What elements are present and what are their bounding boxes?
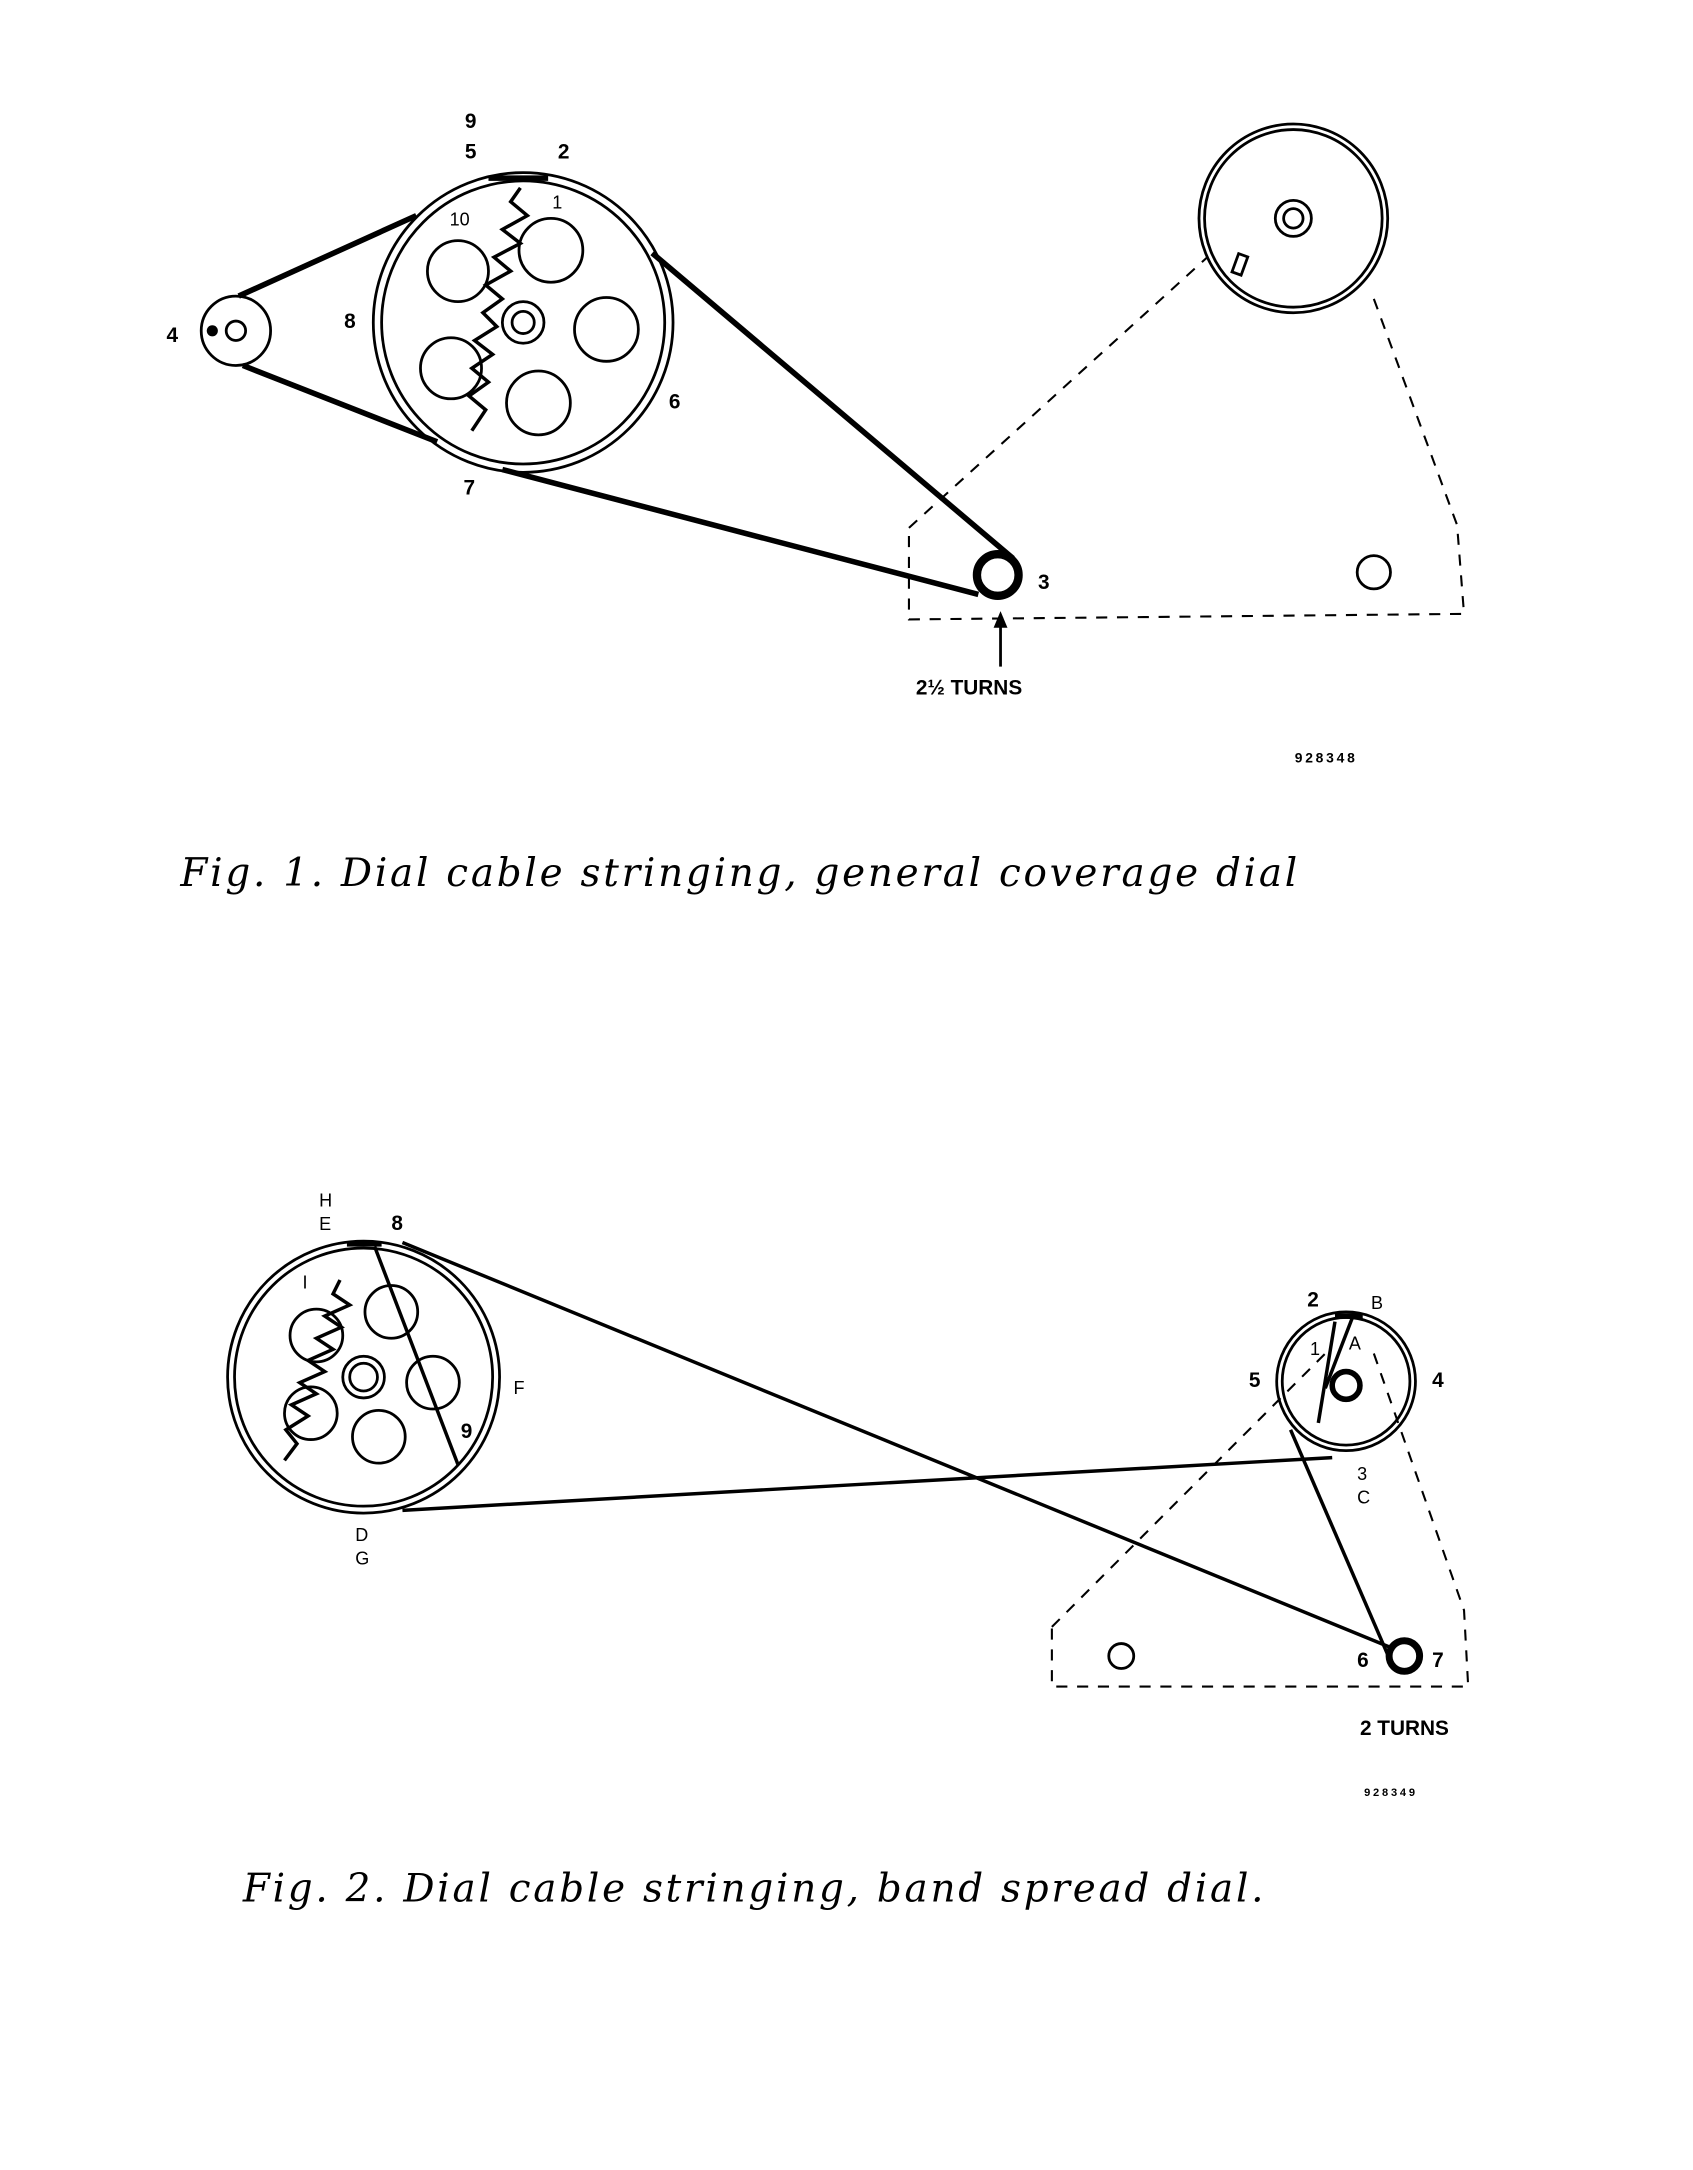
figure-caption: Fig. 1. Dial cable stringing, general co… xyxy=(179,851,1300,896)
label-H: H xyxy=(319,1190,332,1210)
label-4: 4 xyxy=(1432,1369,1444,1392)
label-E: E xyxy=(319,1214,331,1234)
label-5: 5 xyxy=(1249,1369,1261,1392)
label-B: B xyxy=(1371,1293,1383,1313)
label-G: G xyxy=(355,1548,369,1568)
label-7: 7 xyxy=(1432,1649,1444,1672)
label-5: 5 xyxy=(465,141,477,164)
label-7: 7 xyxy=(463,477,475,500)
main-dial xyxy=(226,1239,501,1515)
label-1: 1 xyxy=(1310,1339,1320,1359)
turns-arrow xyxy=(993,611,1008,667)
label-9: 9 xyxy=(461,1420,473,1443)
pulley-7 xyxy=(1385,1637,1424,1675)
tension-spring xyxy=(283,1279,354,1462)
tuning-gang-outline xyxy=(1050,1352,1470,1688)
tuning-gang-outline xyxy=(907,122,1466,621)
label-6: 6 xyxy=(1357,1649,1369,1672)
tension-spring xyxy=(466,186,531,432)
figure-code: 928348 xyxy=(1295,749,1358,765)
bandspread-dial xyxy=(1275,1310,1417,1453)
turns-label: 2½ TURNS xyxy=(916,676,1022,699)
label-2: 2 xyxy=(1307,1288,1319,1311)
label-F: F xyxy=(513,1378,524,1398)
label-8: 8 xyxy=(391,1212,403,1235)
label-3: 3 xyxy=(1357,1464,1367,1484)
turns-label: 2 TURNS xyxy=(1360,1717,1449,1740)
figure-1: 9 5 2 10 1 4 8 6 7 3 2½ TURNS 928348 Fig… xyxy=(167,110,1466,896)
label-2: 2 xyxy=(558,141,570,164)
label-D: D xyxy=(355,1525,368,1545)
label-3: 3 xyxy=(1038,571,1050,594)
label-10: 10 xyxy=(450,209,470,229)
label-4: 4 xyxy=(167,324,179,347)
label-A: A xyxy=(1349,1333,1361,1353)
label-9: 9 xyxy=(465,110,477,133)
figure-caption: Fig. 2. Dial cable stringing, band sprea… xyxy=(242,1867,1266,1912)
pulley-4 xyxy=(199,294,272,367)
figure-code: 928349 xyxy=(1364,1787,1418,1799)
label-6: 6 xyxy=(669,390,681,413)
label-I: I xyxy=(303,1272,308,1292)
label-C: C xyxy=(1357,1487,1370,1507)
label-1: 1 xyxy=(552,193,562,213)
pulley-3 xyxy=(972,550,1023,600)
label-8: 8 xyxy=(344,310,356,333)
cable-segment xyxy=(373,1246,460,1466)
figure-2: H E 8 I F 9 D G 2 B 1 A 5 4 3 C 6 7 2 TU… xyxy=(226,1190,1470,1912)
